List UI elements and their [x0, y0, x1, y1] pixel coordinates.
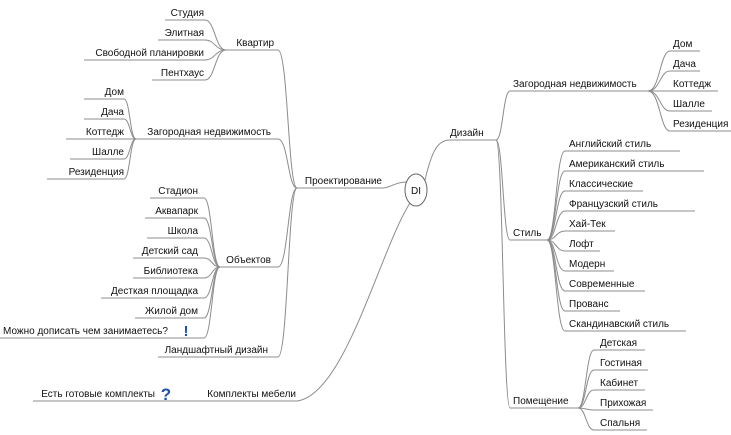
- leaf-style-scandinavian[interactable]: Скандинавский стиль: [569, 319, 669, 330]
- branch-apartments-label[interactable]: Квартир: [236, 38, 274, 49]
- leaf-object-school[interactable]: Школа: [168, 226, 199, 237]
- root-label: DI: [411, 186, 421, 197]
- leaf-object-waterpark[interactable]: Аквапарк: [155, 206, 198, 217]
- branch-objects-label[interactable]: Объектов: [226, 254, 271, 266]
- branch-project-label[interactable]: Проектирование: [305, 176, 383, 187]
- leaf-country-left-house[interactable]: Дом: [105, 87, 124, 98]
- leaf-room-kids[interactable]: Детская: [600, 338, 637, 349]
- leaf-furniture-ready-sets[interactable]: Есть готовые комплекты: [41, 389, 155, 400]
- branch-country-right-label[interactable]: Загородная недвижимость: [513, 79, 637, 90]
- branch-room-label[interactable]: Помещение: [513, 396, 569, 407]
- exclamation-icon: !: [184, 323, 189, 340]
- root-node[interactable]: DI: [404, 173, 428, 207]
- leaf-room-bedroom[interactable]: Спальня: [600, 418, 640, 429]
- branch-country-left-label[interactable]: Загородная недвижимость: [147, 127, 271, 138]
- branch-style-label[interactable]: Стиль: [513, 228, 541, 239]
- leaf-object-library[interactable]: Библиотека: [144, 265, 199, 277]
- leaf-style-french[interactable]: Французский стиль: [569, 199, 658, 210]
- leaf-country-right-residence[interactable]: Резиденция: [673, 119, 728, 130]
- leaf-country-right-dacha[interactable]: Дача: [673, 59, 696, 70]
- svg-text:?: ?: [161, 385, 171, 404]
- question-icon: ?: [161, 385, 171, 404]
- leaf-apartment-studio[interactable]: Студия: [171, 8, 204, 19]
- leaf-style-hitech[interactable]: Хай-Тек: [569, 219, 606, 230]
- leaf-room-hallway[interactable]: Прихожая: [600, 398, 646, 409]
- leaf-country-left-cottage[interactable]: Коттедж: [86, 127, 124, 138]
- leaf-style-classic[interactable]: Классические: [569, 179, 634, 190]
- leaf-style-loft[interactable]: Лофт: [569, 238, 594, 250]
- branch-design-label[interactable]: Дизайн: [450, 128, 484, 139]
- leaf-object-kindergarten[interactable]: Детский сад: [142, 246, 198, 257]
- leaf-apartment-penthouse[interactable]: Пентхаус: [161, 68, 204, 79]
- leaf-style-modern[interactable]: Модерн: [569, 259, 605, 270]
- leaf-country-right-chalet[interactable]: Шалле: [673, 99, 705, 110]
- leaf-apartment-elite[interactable]: Элитная: [165, 28, 204, 39]
- svg-text:!: !: [184, 323, 189, 340]
- leaf-style-contemporary[interactable]: Современные: [569, 279, 635, 290]
- leaf-room-living[interactable]: Гостиная: [600, 358, 642, 369]
- leaf-room-office[interactable]: Кабинет: [600, 377, 638, 389]
- branch-furniture-label[interactable]: Комплекты мебели: [207, 388, 296, 400]
- leaf-style-english[interactable]: Английский стиль: [569, 139, 651, 150]
- leaf-object-add-your-own[interactable]: Можно дописать чем занимаетесь?: [3, 326, 168, 337]
- leaf-style-provence[interactable]: Прованс: [569, 299, 609, 310]
- leaf-style-american[interactable]: Американский стиль: [569, 159, 664, 170]
- leaf-country-right-house[interactable]: Дом: [673, 39, 692, 50]
- leaf-country-left-residence[interactable]: Резиденция: [69, 167, 124, 178]
- leaf-country-left-chalet[interactable]: Шалле: [92, 147, 124, 158]
- connector-lines: [0, 19, 731, 431]
- leaf-country-right-cottage[interactable]: Коттедж: [673, 79, 711, 90]
- leaf-country-left-dacha[interactable]: Дача: [101, 107, 124, 118]
- branch-landscape-label[interactable]: Ландшафтный дизайн: [165, 344, 268, 356]
- leaf-object-stadium[interactable]: Стадион: [158, 186, 198, 197]
- leaf-apartment-open-plan[interactable]: Свободной планировки: [95, 47, 204, 59]
- leaf-object-residential[interactable]: Жилой дом: [145, 306, 198, 317]
- leaf-object-playground[interactable]: Десткая площадка: [111, 286, 198, 297]
